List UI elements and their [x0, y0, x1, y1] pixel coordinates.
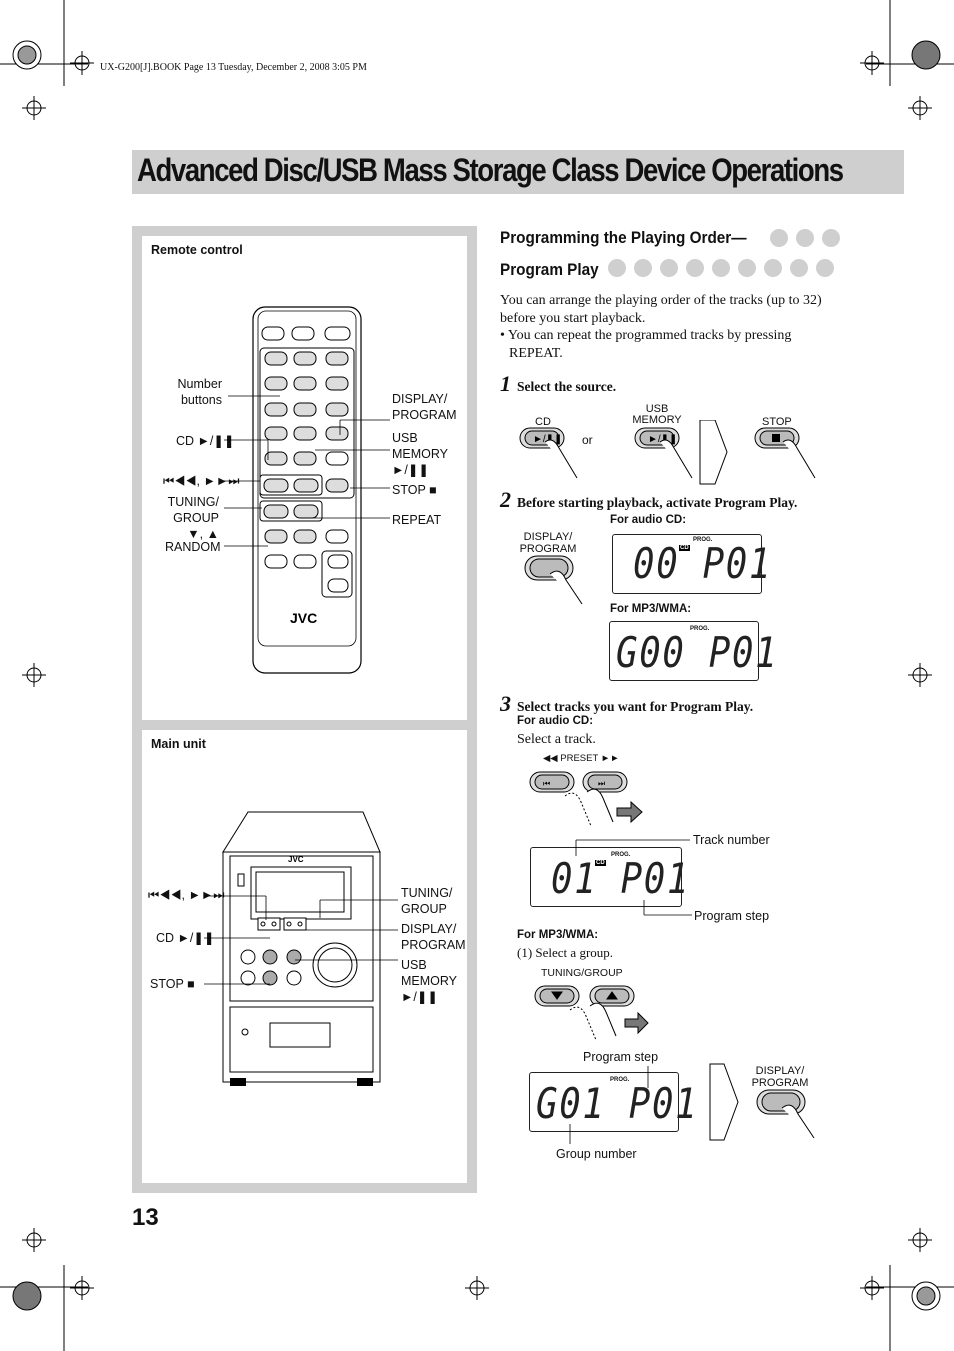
- heading-dot: [770, 229, 788, 247]
- step1-cd-label: CD: [535, 416, 551, 428]
- title-bar: Advanced Disc/USB Mass Storage Class Dev…: [132, 150, 904, 194]
- lcd-text: G01 P01: [536, 1079, 699, 1128]
- heading-dot: [796, 229, 814, 247]
- heading-dot: [790, 259, 808, 277]
- step3-leaders: [570, 838, 695, 918]
- intro-text: You can arrange the playing order of the…: [500, 293, 822, 326]
- label-unit-stop: STOP ■: [150, 977, 195, 991]
- label-remote-cd: CD ►/❚❚: [176, 434, 235, 448]
- program-step-label: Program step: [694, 909, 770, 923]
- lcd-text: 00 P01: [633, 539, 773, 588]
- svg-text:►/❚❚: ►/❚❚: [533, 434, 562, 445]
- svg-text:JVC: JVC: [290, 610, 317, 626]
- step3-for-mp3: For MP3/WMA:: [517, 929, 599, 941]
- group-number-label: Group number: [556, 1147, 637, 1161]
- preset-buttons: ⏮ ⏭: [525, 766, 650, 831]
- label-remote-skip: ⏮◀◀, ►►⏭: [163, 474, 240, 488]
- unit-leader-lines: [200, 890, 410, 990]
- svg-text:⏮: ⏮: [543, 779, 550, 788]
- step-2-number: 2: [500, 487, 511, 512]
- cd-indicator: CD: [595, 860, 606, 866]
- step1-or: or: [582, 433, 593, 447]
- step3-display-button: [752, 1086, 822, 1141]
- heading-dot: [816, 259, 834, 277]
- lcd-step2-cd: PROG. CD 00 P01: [612, 534, 770, 594]
- step1-buttons: ►/❚❚ ►/❚❚: [515, 419, 835, 490]
- lcd-step3-mp3: PROG. G01 P01: [529, 1072, 697, 1132]
- svg-text:⏭: ⏭: [598, 779, 605, 788]
- step3-for-cd: For audio CD:: [517, 715, 594, 727]
- step-2-text: Before starting playback, activate Progr…: [517, 495, 798, 510]
- track-number-label: Track number: [693, 833, 770, 847]
- preset-label: ◀◀ PRESET ►►: [543, 753, 620, 764]
- step1-stop-label: STOP: [762, 416, 792, 428]
- label-unit-tuning-group: TUNING/GROUP: [401, 886, 453, 916]
- tuning-group-label: TUNING/GROUP: [541, 967, 623, 979]
- page-number: 13: [132, 1204, 159, 1231]
- step-1-text: Select the source.: [517, 379, 617, 394]
- step3-display-label: DISPLAY/PROGRAM: [751, 1065, 809, 1089]
- heading-dot: [822, 229, 840, 247]
- step2-button-label: DISPLAY/PROGRAM: [519, 531, 577, 555]
- label-remote-stop: STOP ■: [392, 483, 437, 497]
- step3-mp3-leaders: [560, 1062, 660, 1147]
- label-unit-display-program: DISPLAY/PROGRAM: [401, 922, 466, 952]
- label-remote-tuning-group: TUNING/GROUP▼, ▲: [167, 495, 219, 541]
- main-unit-heading: Main unit: [151, 737, 206, 751]
- intro-bullet: • You can repeat the programmed tracks b…: [500, 328, 792, 361]
- step3-select-track: Select a track.: [517, 732, 596, 747]
- step2-for-mp3: For MP3/WMA:: [610, 603, 692, 615]
- cd-indicator: CD: [679, 545, 690, 551]
- step2-display-button: [520, 552, 590, 607]
- heading-dot: [608, 259, 626, 277]
- label-unit-cd: CD ►/❚❚: [156, 931, 215, 945]
- heading-dot: [764, 259, 782, 277]
- label-remote-repeat: REPEAT: [392, 513, 442, 527]
- step-3-number: 3: [500, 691, 511, 716]
- heading-dot: [634, 259, 652, 277]
- heading-dot: [660, 259, 678, 277]
- prog-indicator: PROG.: [693, 537, 713, 543]
- svg-text:►/❚❚: ►/❚❚: [648, 434, 677, 445]
- heading-dot: [712, 259, 730, 277]
- file-info-line: UX-G200[J].BOOK Page 13 Tuesday, Decembe…: [100, 62, 367, 73]
- step2-for-cd: For audio CD:: [610, 514, 687, 526]
- lcd-step3-cd: PROG. CD 01 P01: [530, 847, 688, 907]
- remote-leader-lines: [140, 380, 470, 560]
- tuning-group-buttons: [530, 982, 655, 1044]
- label-remote-display-program: DISPLAY/PROGRAM: [392, 392, 457, 422]
- page-title: Advanced Disc/USB Mass Storage Class Dev…: [137, 152, 844, 188]
- svg-text:JVC: JVC: [288, 855, 304, 864]
- step3-arrow: [706, 1062, 746, 1144]
- program-step-label-2: Program step: [583, 1050, 659, 1064]
- section-heading-2: Program Play: [500, 260, 599, 279]
- lcd-text: 01 P01: [551, 854, 691, 903]
- step-3-text: Select tracks you want for Program Play.: [517, 699, 754, 714]
- label-unit-skip: ⏮◀◀, ►►⏭: [148, 888, 225, 902]
- main-unit-illustration: JVC: [218, 810, 388, 1090]
- lcd-step2-mp3: PROG. G00 P01: [609, 621, 777, 681]
- prog-indicator: PROG.: [690, 626, 710, 632]
- label-remote-random: RANDOM: [165, 540, 221, 554]
- heading-dot: [738, 259, 756, 277]
- step3-select-group: (1) Select a group.: [517, 945, 614, 960]
- remote-heading: Remote control: [151, 243, 243, 257]
- remote-control-illustration: JVC: [250, 305, 365, 675]
- heading-dot: [686, 259, 704, 277]
- step-1-number: 1: [500, 371, 511, 396]
- prog-indicator: PROG.: [611, 852, 631, 858]
- section-heading-1: Programming the Playing Order—: [500, 228, 747, 247]
- lcd-text: G00 P01: [616, 628, 779, 677]
- prog-indicator: PROG.: [610, 1077, 630, 1083]
